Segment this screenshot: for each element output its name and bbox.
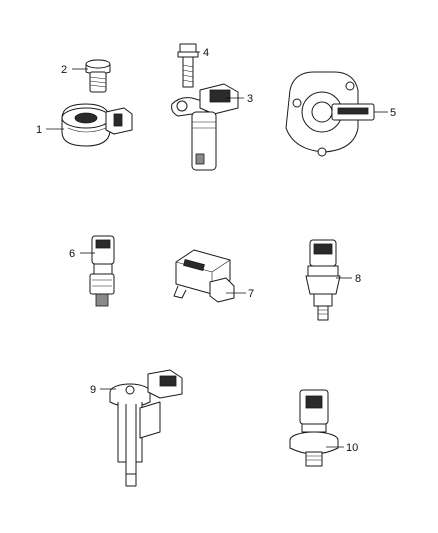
callout-10: 10 [346, 442, 358, 454]
part-1-knock-sensor [61, 103, 133, 147]
callout-9: 9 [90, 384, 96, 396]
part-9-position-sensor [109, 369, 183, 487]
callout-1: 1 [36, 124, 42, 136]
callout-7: 7 [248, 288, 254, 300]
part-3-position-sensor [171, 83, 239, 171]
callout-6: 6 [69, 248, 75, 260]
callout-labels: 1 2 3 4 5 6 7 8 9 10 [36, 47, 396, 454]
part-10-pressure-switch [289, 389, 339, 467]
callout-3: 3 [247, 93, 253, 105]
callout-2: 2 [61, 64, 67, 76]
part-7-sensor [173, 249, 235, 303]
callout-4: 4 [203, 47, 209, 59]
callout-5: 5 [390, 107, 396, 119]
leader-lines [46, 51, 388, 448]
part-6-sensor [89, 235, 115, 307]
callout-8: 8 [355, 273, 361, 285]
part-2-screw [85, 59, 111, 93]
part-4-bolt [177, 43, 199, 88]
part-5-flange-sensor [285, 71, 375, 157]
part-8-pressure-sensor [305, 239, 341, 321]
